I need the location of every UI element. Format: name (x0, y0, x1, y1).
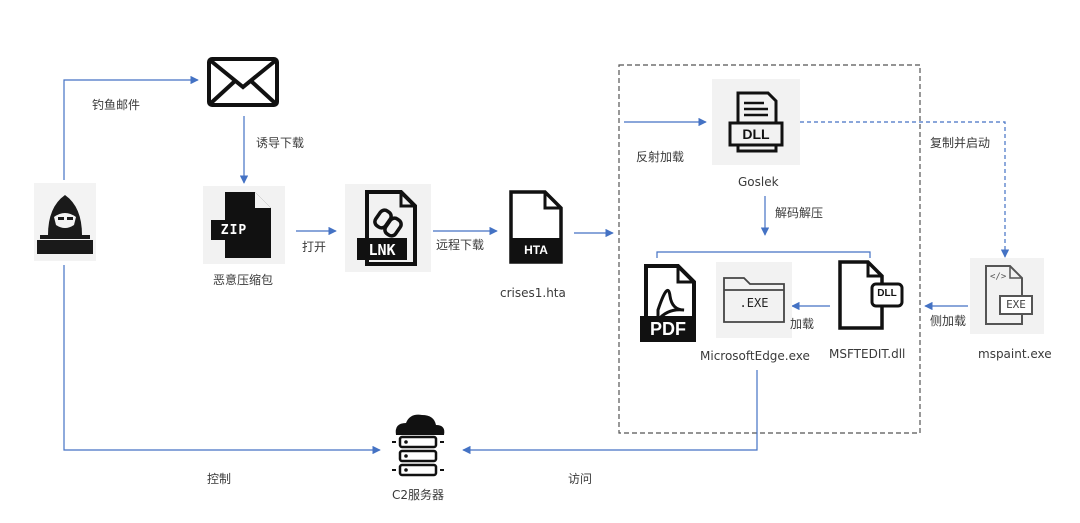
zip-caption: 恶意压缩包 (213, 273, 274, 287)
label-open: 打开 (302, 240, 327, 254)
c2-server-icon (386, 413, 450, 481)
zip-file-icon: ZIP (203, 186, 285, 264)
lnk-badge: LNK (368, 241, 396, 259)
c2-caption: C2服务器 (392, 488, 445, 502)
label-induce-download: 诱导下载 (256, 136, 305, 150)
execution-group-box (618, 64, 921, 434)
msftedit-dll-icon: DLL (836, 258, 906, 332)
envelope-icon (207, 57, 279, 107)
edge-access (462, 370, 758, 455)
exe-badge: .EXE (739, 296, 769, 310)
msftedit-badge: DLL (877, 288, 897, 299)
pdf-file-icon: PDF (638, 262, 698, 344)
hacker-icon (34, 183, 96, 261)
goslek-caption: Goslek (738, 175, 779, 189)
goslek-badge: DLL (742, 126, 770, 142)
pdf-badge: PDF (650, 319, 686, 339)
label-load: 加载 (790, 317, 815, 331)
extract-bracket (656, 251, 871, 258)
label-copy-launch: 复制并启动 (930, 136, 991, 150)
lnk-file-icon: LNK (345, 184, 431, 272)
code-tag: </> (990, 272, 1007, 282)
label-phishing: 钓鱼邮件 (92, 98, 141, 112)
hta-badge: HTA (524, 243, 548, 257)
label-access: 访问 (568, 472, 593, 486)
msftedit-caption: MSFTEDIT.dll (829, 347, 906, 361)
label-reflective-load: 反射加载 (636, 150, 685, 164)
hta-file-icon: HTA (507, 188, 565, 266)
exe-caption: MicrosoftEdge.exe (700, 349, 810, 363)
label-control: 控制 (207, 472, 232, 486)
edge-copy-launch (800, 121, 1010, 258)
mspaint-badge: EXE (1006, 298, 1026, 311)
edge-phishing (63, 75, 199, 180)
mspaint-exe-icon: </> EXE (970, 258, 1044, 334)
exe-folder-icon: .EXE (716, 262, 792, 338)
hta-caption: crises1.hta (500, 286, 566, 300)
goslek-dll-icon: DLL (712, 79, 800, 165)
label-remote-download: 远程下载 (436, 238, 485, 252)
label-side-load: 侧加载 (930, 314, 967, 328)
zip-badge: ZIP (220, 223, 248, 238)
mspaint-caption: mspaint.exe (978, 347, 1052, 361)
label-decode-decompress: 解码解压 (775, 206, 824, 220)
edge-control (63, 265, 381, 455)
